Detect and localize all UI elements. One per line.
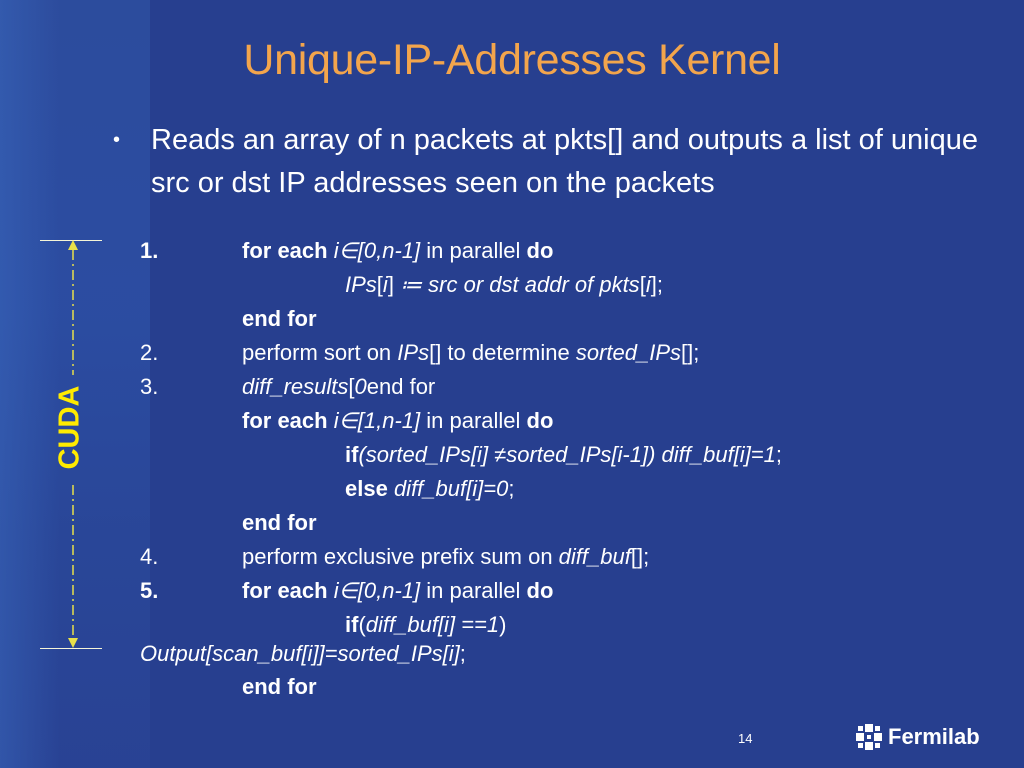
- slide-title: Unique-IP-Addresses Kernel: [243, 36, 781, 84]
- step-5-end: end for: [242, 674, 317, 699]
- fermilab-mark-icon: [856, 724, 882, 750]
- step-5-line: for each i∈[0,n-1] in parallel do: [242, 578, 554, 603]
- step-4-number: 4.: [140, 544, 159, 569]
- step-1-number: 1.: [140, 238, 159, 263]
- step-1-body: IPs[i] ≔ src or dst addr of pkts[i];: [345, 272, 663, 297]
- step-3-line: diff_results[0end for: [242, 374, 436, 399]
- bracket-dash-line: [68, 240, 78, 648]
- step-3-if-line: if(sorted_IPs[i] ≠sorted_IPs[i-1]) diff_…: [345, 442, 783, 467]
- step-5-output-line: Output[scan_buf[i]]=sorted_IPs[i];: [140, 641, 466, 666]
- step-5-if-line: if(diff_buf[i] ==1): [345, 612, 507, 637]
- step-1-line: for each i∈[0,n-1] in parallel do: [242, 238, 554, 263]
- step-4-line: perform exclusive prefix sum on diff_buf…: [242, 544, 650, 569]
- bracket-top-line: [40, 240, 102, 241]
- bullet-marker: •: [113, 129, 121, 151]
- fermilab-logo: Fermilab: [856, 723, 980, 751]
- page-number: 14: [738, 731, 753, 746]
- background-band-edge: [0, 0, 60, 768]
- step-1-end: end for: [242, 306, 317, 331]
- step-3-for-line: for each i∈[1,n-1] in parallel do: [242, 408, 554, 433]
- bullet-text: Reads an array of n packets at pkts[] an…: [151, 124, 978, 199]
- bracket-bottom-line: [40, 648, 102, 649]
- step-5-number: 5.: [140, 578, 159, 603]
- step-3-number: 3.: [140, 374, 159, 399]
- step-3-end: end for: [242, 510, 317, 535]
- fermilab-logo-text: Fermilab: [888, 724, 980, 749]
- step-2-number: 2.: [140, 340, 159, 365]
- step-2-line: perform sort on IPs[] to determine sorte…: [242, 340, 700, 365]
- step-3-else-line: else diff_buf[i]=0;: [345, 476, 515, 501]
